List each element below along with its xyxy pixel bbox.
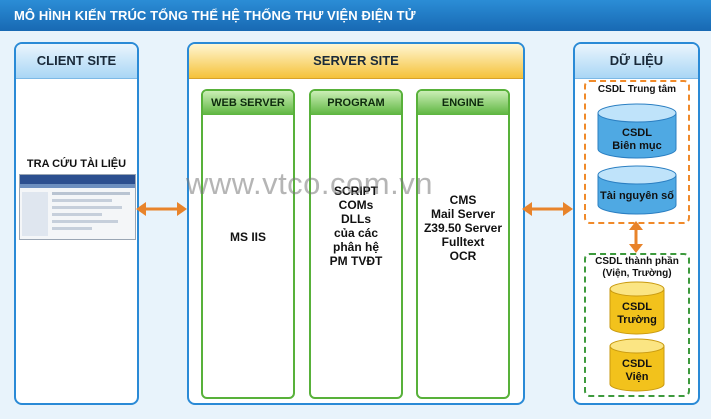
- member-db-title-line: (Viện, Trường): [602, 268, 672, 279]
- database-icon: [597, 103, 677, 159]
- web-server-content: MS IIS: [203, 230, 293, 244]
- database-icon: [609, 281, 665, 335]
- data-heading: DỮ LIỆU: [575, 44, 698, 79]
- db-label-line: Trường: [617, 314, 657, 326]
- engine-line: Fulltext: [441, 235, 485, 249]
- program-heading: PROGRAM: [311, 91, 401, 115]
- db-school-label: CSDL Trường: [609, 301, 665, 327]
- program-line: SCRIPT: [333, 184, 378, 198]
- engine-heading: ENGINE: [418, 91, 508, 115]
- client-label: TRA CỨU TÀI LIỆU: [26, 158, 127, 170]
- db-digital-resources-label: Tài nguyên số: [600, 190, 674, 202]
- web-server-line: MS IIS: [229, 230, 266, 244]
- engine-line: Z39.50 Server: [423, 221, 503, 235]
- client-site-heading: CLIENT SITE: [16, 44, 137, 79]
- program-line: PM TVĐT: [329, 254, 383, 268]
- program-content: SCRIPT COMs DLLs của các phân hệ PM TVĐT: [311, 184, 401, 268]
- central-db-title: CSDL Trung tâm: [597, 84, 677, 95]
- page-title: MÔ HÌNH KIẾN TRÚC TỔNG THỂ HỆ THỐNG THƯ …: [14, 8, 416, 23]
- db-catalog-label: CSDL Biên mục: [597, 127, 677, 153]
- database-icon: [609, 338, 665, 392]
- client-server-arrow: [136, 202, 187, 216]
- server-site-heading: SERVER SITE: [189, 44, 523, 79]
- db-label-line: CSDL: [622, 358, 652, 370]
- server-data-arrow: [522, 202, 573, 216]
- engine-line: CMS: [449, 193, 477, 207]
- web-server-column: WEB SERVER MS IIS: [201, 89, 295, 399]
- db-label-line: Viện: [625, 371, 649, 383]
- db-label-line: Biên mục: [612, 140, 662, 152]
- client-screenshot-thumbnail: [19, 174, 136, 240]
- member-db-title-line: CSDL thành phần: [595, 256, 679, 267]
- engine-column: ENGINE CMS Mail Server Z39.50 Server Ful…: [416, 89, 510, 399]
- program-line: DLLs: [341, 212, 371, 226]
- title-bar: MÔ HÌNH KIẾN TRÚC TỔNG THỂ HỆ THỐNG THƯ …: [0, 0, 711, 31]
- program-line: của các: [333, 226, 379, 240]
- web-server-heading: WEB SERVER: [203, 91, 293, 115]
- program-column: PROGRAM SCRIPT COMs DLLs của các phân hệ…: [309, 89, 403, 399]
- db-institute-label: CSDL Viện: [609, 358, 665, 384]
- program-line: COMs: [338, 198, 374, 212]
- engine-line: OCR: [449, 249, 477, 263]
- db-label-line: CSDL: [622, 127, 652, 139]
- database-icon: [597, 165, 677, 215]
- engine-line: Mail Server: [430, 207, 496, 221]
- member-db-title: CSDL thành phần (Viện, Trường): [586, 256, 688, 280]
- client-site-panel: CLIENT SITE TRA CỨU TÀI LIỆU: [14, 42, 139, 405]
- engine-content: CMS Mail Server Z39.50 Server Fulltext O…: [418, 193, 508, 263]
- database-link-arrow: [629, 221, 643, 253]
- program-line: phân hệ: [332, 240, 379, 254]
- db-label-line: CSDL: [622, 301, 652, 313]
